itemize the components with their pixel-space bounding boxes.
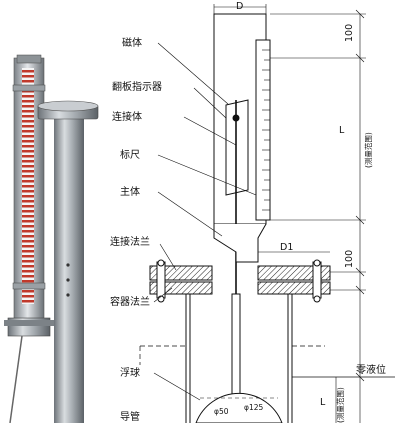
connect-flange-right — [257, 265, 331, 281]
magnet-dot — [232, 114, 240, 122]
dim-top-100: 100 — [344, 24, 355, 42]
indicator-top-cap — [16, 54, 42, 64]
label-float: 浮球 — [120, 366, 140, 379]
wire-lead — [9, 335, 23, 423]
dim-phi125: φ125 — [244, 403, 263, 412]
label-flap-indicator: 翻板指示器 — [112, 80, 162, 93]
float-ball — [195, 392, 283, 423]
label-magnet: 磁体 — [122, 36, 142, 49]
gauge-photo — [0, 0, 100, 423]
indicator-clip-top — [12, 84, 46, 92]
connector-body — [225, 99, 249, 196]
scale-ticks — [262, 49, 270, 211]
dim-L-top: L — [339, 125, 345, 136]
label-main-body: 主体 — [120, 186, 140, 198]
bolt-hole — [66, 263, 70, 267]
zero-level-label: 零液位 — [356, 363, 386, 376]
vessel-flange-right — [257, 281, 331, 295]
dim-L-bottom: L — [320, 397, 326, 408]
flap-strip — [22, 68, 34, 304]
dim-D-label: D — [236, 1, 243, 12]
indicator-clip-bottom — [12, 282, 46, 290]
main-column — [54, 115, 84, 423]
technical-drawing — [139, 4, 395, 423]
bolt-hole — [66, 293, 70, 297]
leader-lines — [153, 42, 257, 401]
flange-bolts — [156, 259, 322, 303]
dim-range-bottom: (测量范围) — [335, 387, 345, 423]
dim-mid-100: 100 — [344, 250, 355, 268]
lower-bracket-plate — [4, 320, 54, 326]
main-body — [213, 223, 267, 263]
dim-range-top: (测量范围) — [363, 132, 373, 168]
component-labels: 磁体 翻板指示器 连接体 标尺 主体 连接法兰 容器法兰 浮球 导管 — [110, 36, 162, 423]
label-connector: 连接体 — [112, 110, 142, 123]
dimension-labels: D D1 100 L (测量范围) 100 零液位 L (测量范围) φ50 φ… — [214, 1, 386, 423]
label-vessel-flange: 容器法兰 — [110, 295, 150, 308]
label-scale: 标尺 — [120, 149, 140, 161]
bolt-hole — [66, 278, 70, 282]
dim-D1-label: D1 — [280, 242, 293, 253]
top-flange-face — [37, 100, 99, 112]
dim-ticks — [270, 9, 366, 382]
dim-phi50: φ50 — [214, 407, 229, 416]
label-guide-tube: 导管 — [120, 410, 140, 423]
label-connect-flange: 连接法兰 — [110, 235, 150, 248]
guide-tube — [231, 293, 241, 405]
